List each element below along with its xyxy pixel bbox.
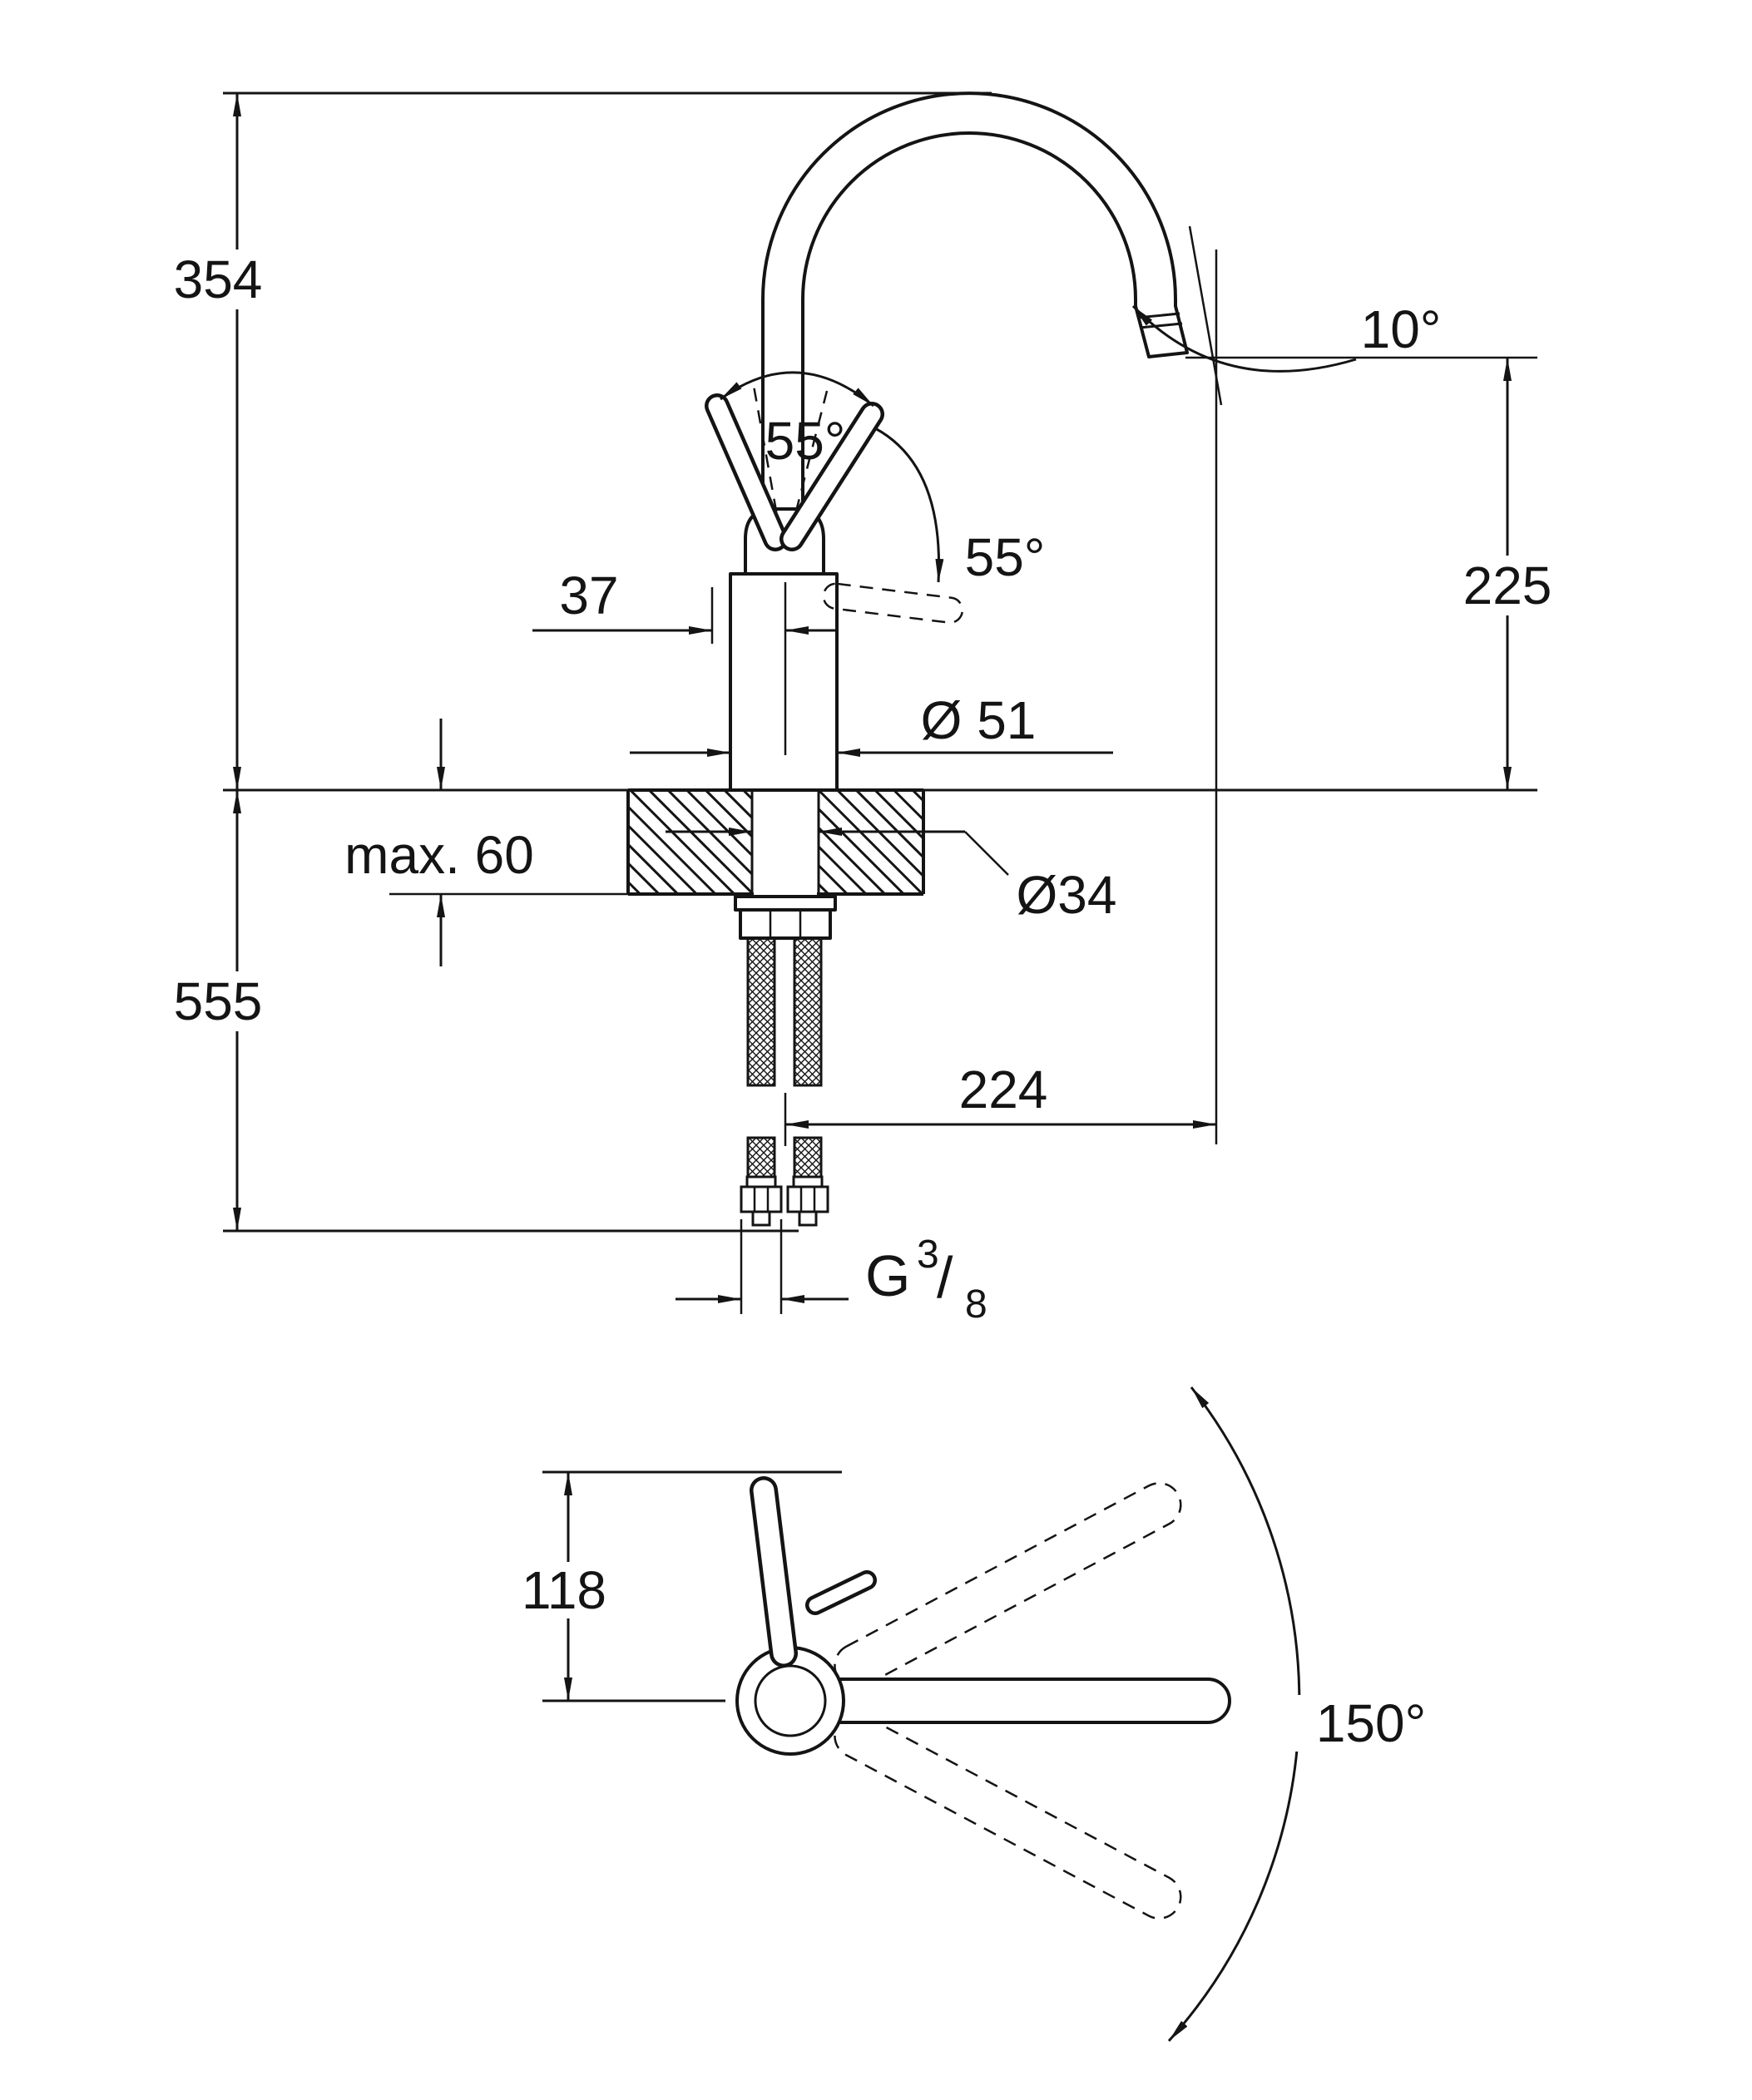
counter-hatch-right — [819, 792, 922, 892]
dim-g38-slash: / — [937, 1245, 953, 1310]
body-plan-inner — [754, 1664, 827, 1737]
dim-150-label: 150° — [1316, 1693, 1426, 1753]
side-view: 354 555 max. 60 37 55° 55° 10° 225 — [165, 91, 1569, 1327]
label-mask — [948, 529, 1065, 584]
dim-10-leader — [1131, 304, 1357, 373]
hose-fitting-right — [786, 1175, 829, 1227]
label-mask — [1446, 556, 1569, 615]
dim-g38-denominator: 8 — [965, 1282, 987, 1327]
spout-swivel-dashed-down — [834, 1713, 1182, 1920]
dim-37-label: 37 — [559, 566, 618, 625]
supply-hose-left-lower — [746, 1136, 776, 1178]
spout-plan — [789, 1678, 1231, 1724]
label-mask — [501, 1562, 631, 1618]
dim-55side-arc — [874, 427, 944, 583]
lever-left-inner — [708, 397, 784, 548]
dim-118-label: 118 — [522, 1560, 606, 1620]
faucet-body — [729, 572, 839, 792]
dim-34-label: Ø34 — [1017, 865, 1117, 925]
lever-right-inner — [783, 405, 881, 548]
dim-10-label: 10° — [1361, 299, 1442, 359]
dim-354-label: 354 — [174, 250, 263, 309]
dim-55top-arc — [720, 371, 874, 408]
label-mask — [1294, 1695, 1448, 1752]
dim-55top-label: 55° — [765, 411, 846, 471]
spout-aerator-line — [1139, 322, 1183, 329]
counter-hatch-left — [630, 792, 752, 892]
spout-swivel-dashed-up — [834, 1482, 1182, 1688]
supply-hose-left — [746, 936, 776, 1087]
dim-max60-label: max. 60 — [344, 825, 534, 885]
supply-hose-right — [793, 936, 823, 1087]
top-view: 150° 118 — [501, 1386, 1448, 2043]
dim-225-label: 225 — [1463, 556, 1552, 615]
dim-g38-prefix: G — [865, 1243, 910, 1308]
dim-224-label: 224 — [959, 1060, 1048, 1119]
shank-mask — [754, 792, 817, 907]
label-mask — [165, 971, 271, 1031]
dim-555-label: 555 — [174, 971, 263, 1031]
dim-g38-numerator: 3 — [917, 1233, 939, 1277]
washer — [734, 895, 837, 912]
dim-55side-label: 55° — [965, 527, 1046, 587]
lever-horizontal-dashed — [822, 582, 964, 624]
supply-hose-right-lower — [793, 1136, 823, 1178]
label-mask — [299, 828, 579, 885]
handle-pin-plan-inner — [809, 1574, 874, 1612]
dim-34-leader — [964, 831, 1009, 876]
mounting-nut — [739, 908, 832, 940]
ref-line-outlet-tilted — [1188, 225, 1223, 406]
dim-51-label: Ø 51 — [921, 690, 1037, 750]
handle-plan-inner — [753, 1480, 794, 1664]
hose-fitting-left — [740, 1175, 783, 1227]
label-mask — [165, 250, 271, 309]
spout — [761, 91, 1189, 576]
